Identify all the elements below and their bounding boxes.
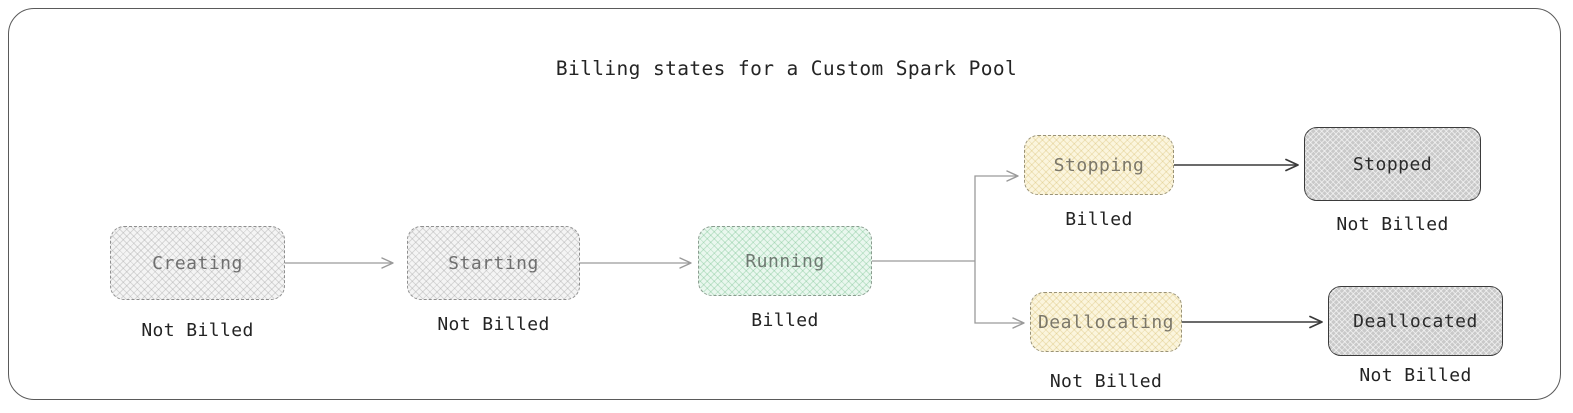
hatch-pattern	[1025, 136, 1173, 194]
state-label-deallocating: Deallocating	[1037, 311, 1175, 333]
state-label-stopped: Stopped	[1352, 153, 1433, 175]
state-node-deallocating[interactable]: Deallocating	[1030, 292, 1182, 352]
billing-caption-creating: Not Billed	[141, 320, 254, 341]
billing-caption-deallocated: Not Billed	[1359, 365, 1472, 386]
billing-caption-starting: Not Billed	[437, 314, 550, 335]
billing-caption-stopping: Billed	[1065, 209, 1133, 230]
billing-caption-deallocating: Not Billed	[1049, 371, 1163, 392]
hatch-pattern	[699, 227, 871, 295]
state-node-deallocated[interactable]: Deallocated	[1328, 286, 1503, 356]
state-label-starting: Starting	[448, 252, 539, 274]
hatch-pattern	[1031, 293, 1181, 351]
hatch-pattern	[1305, 128, 1480, 200]
state-label-stopping: Stopping	[1053, 154, 1145, 176]
billing-caption-running: Billed	[751, 310, 819, 331]
state-label-creating: Creating	[152, 252, 243, 274]
state-node-stopping[interactable]: Stopping	[1024, 135, 1174, 195]
hatch-pattern	[111, 227, 284, 299]
state-node-starting[interactable]: Starting	[407, 226, 580, 300]
hatch-pattern	[1329, 287, 1502, 355]
state-node-running[interactable]: Running	[698, 226, 872, 296]
state-node-stopped[interactable]: Stopped	[1304, 127, 1481, 201]
diagram-title: Billing states for a Custom Spark Pool	[555, 57, 1018, 80]
state-node-creating[interactable]: Creating	[110, 226, 285, 300]
state-label-deallocated: Deallocated	[1353, 310, 1478, 332]
billing-caption-stopped: Not Billed	[1336, 214, 1449, 235]
hatch-pattern	[408, 227, 579, 299]
diagram-frame	[8, 8, 1561, 400]
state-label-running: Running	[745, 250, 825, 272]
